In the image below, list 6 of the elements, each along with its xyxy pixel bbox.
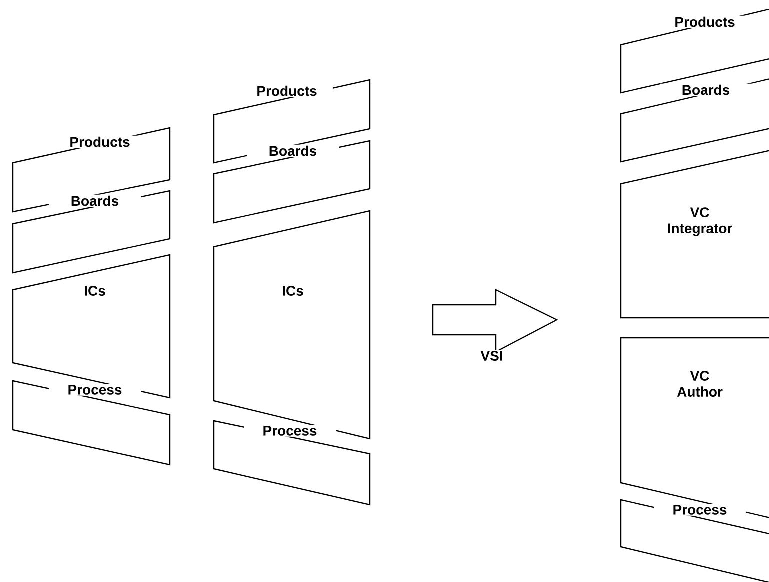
layer-box: Process	[620, 499, 769, 582]
layer-box: Process	[213, 420, 371, 506]
layer-box: Boards	[213, 140, 371, 224]
layer-box: Boards	[12, 190, 171, 274]
node-label: VSI	[480, 351, 502, 361]
layer-box: Process	[12, 380, 171, 466]
